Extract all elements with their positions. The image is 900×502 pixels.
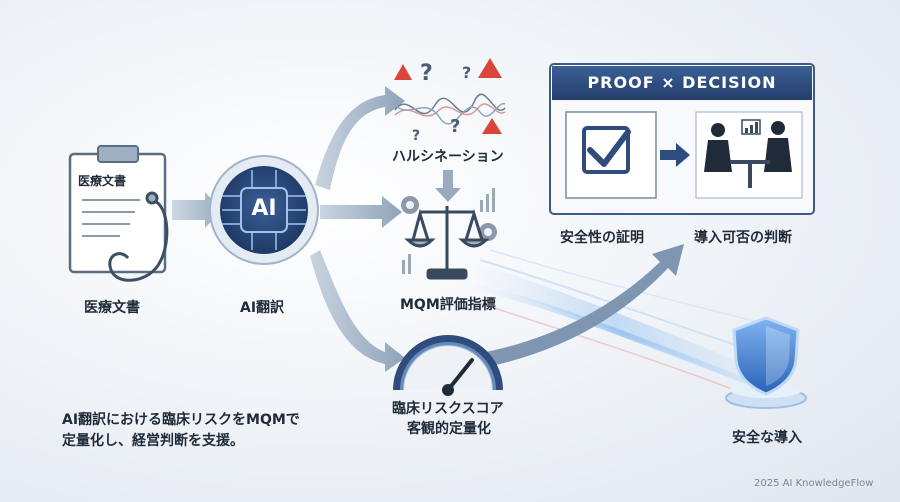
waveform-icon	[394, 93, 506, 125]
ai-chip-text: AI	[251, 196, 277, 221]
caption-line2: 定量化し、経営判断を支援。	[62, 433, 244, 449]
svg-text:?: ?	[412, 128, 420, 144]
clipboard-title: 医療文書	[78, 174, 127, 188]
panel-title: PROOF × DECISION	[587, 73, 777, 92]
stethoscope-icon	[108, 191, 169, 282]
proof-left-label: 安全性の証明	[560, 230, 644, 246]
svg-text:?: ?	[462, 63, 471, 82]
hallucination-label: ハルシネーション	[392, 149, 504, 165]
scale-icon	[404, 206, 490, 280]
source-label: 医療文書	[84, 300, 140, 316]
gear-icon	[401, 196, 497, 241]
safe-label: 安全な導入	[732, 430, 802, 446]
risk-label-line1: 臨床リスクスコア	[392, 401, 504, 417]
meeting-icon	[704, 119, 792, 188]
caption: AI翻訳における臨床リスクをMQMで 定量化し、経営判断を支援。	[62, 410, 300, 452]
gauge-icon	[393, 335, 503, 396]
mini-bars-icon	[402, 188, 495, 274]
svg-text:?: ?	[420, 61, 433, 86]
metric-label: MQM評価指標	[400, 297, 496, 313]
risk-label-line2: 客観的定量化	[407, 421, 491, 437]
panel-arrow	[660, 143, 690, 167]
translator-label: AI翻訳	[240, 300, 285, 316]
shield-icon	[725, 316, 807, 409]
ai-chip-icon	[209, 155, 319, 265]
copyright: 2025 AI KnowledgeFlow	[754, 478, 874, 489]
checkbox-icon	[582, 126, 631, 174]
caption-line1: AI翻訳における臨床リスクをMQMで	[62, 412, 300, 428]
proof-right-label: 導入可否の判断	[694, 230, 792, 246]
clipboard-icon	[68, 145, 167, 274]
svg-text:?: ?	[450, 116, 460, 137]
question-icon: ? ? ? ?	[412, 61, 471, 144]
warning-icon	[394, 58, 502, 134]
